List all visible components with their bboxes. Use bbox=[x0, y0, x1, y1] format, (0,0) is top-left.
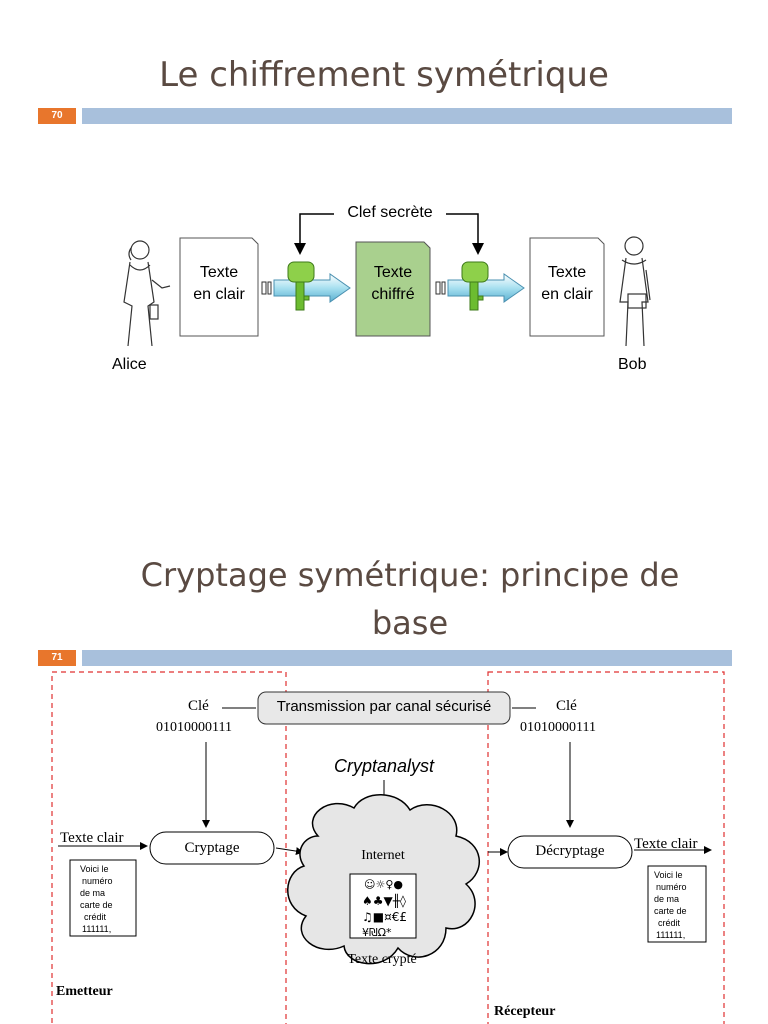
key-icon-left bbox=[287, 261, 315, 311]
plaintext-left-label: Texte clair bbox=[60, 830, 124, 846]
slide-71-title-line2: base bbox=[371, 604, 449, 642]
sender-label: Emetteur bbox=[56, 984, 113, 999]
plaintext-doc-left bbox=[179, 237, 259, 337]
secret-key-label: Clef secrète bbox=[347, 204, 433, 221]
plaintext-right-label: Texte clair bbox=[634, 836, 698, 852]
bob-figure bbox=[619, 236, 651, 347]
plaintext-left-line2: en clair bbox=[193, 286, 245, 303]
plaintext-doc-right bbox=[529, 237, 605, 337]
slide-70-header-bar bbox=[82, 108, 732, 124]
key-icon-right bbox=[461, 261, 489, 311]
alice-figure bbox=[123, 240, 171, 347]
ciphertext-line1: Texte bbox=[373, 264, 413, 281]
decryption-label: Décryptage bbox=[535, 843, 605, 859]
doc-right-line: de ma bbox=[654, 894, 680, 904]
key-right-title: Clé bbox=[556, 698, 577, 714]
slide-71-title-line1: Cryptage symétrique: principe de bbox=[140, 556, 680, 594]
secure-channel-label: Transmission par canal sécurisé bbox=[276, 698, 492, 715]
bob-label: Bob bbox=[618, 356, 647, 373]
doc-right-line: numéro bbox=[656, 882, 687, 892]
doc-right-line: carte de bbox=[654, 906, 687, 916]
ciphertext-label: Texte crypté bbox=[347, 952, 417, 967]
key-left-title: Clé bbox=[188, 698, 209, 714]
plaintext-left-line1: Texte bbox=[199, 264, 239, 281]
slide-70-title: Le chiffrement symétrique bbox=[159, 55, 609, 95]
doc-left-line: 111111, bbox=[82, 924, 112, 934]
alice-label: Alice bbox=[112, 356, 147, 373]
cryptanalyst-label: Cryptanalyst bbox=[334, 756, 435, 776]
slide-70-number: 70 bbox=[38, 108, 76, 124]
symmetric-encryption-diagram bbox=[123, 213, 651, 347]
symmetric-principle-diagram bbox=[51, 671, 725, 1024]
cipher-glyph-line: ♫■¤€£ bbox=[362, 910, 407, 924]
doc-left-line: carte de bbox=[80, 900, 113, 910]
receiver-label: Récepteur bbox=[494, 1004, 556, 1019]
slide-71-number: 71 bbox=[38, 650, 76, 666]
ciphertext-line2: chiffré bbox=[371, 286, 415, 303]
decryption-process bbox=[507, 835, 633, 869]
doc-left-line: numéro bbox=[82, 876, 113, 886]
encryption-process bbox=[149, 831, 275, 865]
ciphertext-doc bbox=[355, 241, 431, 337]
encryption-label: Cryptage bbox=[184, 840, 240, 856]
cipher-glyph-line: ♠♣▼╫◊ bbox=[362, 894, 406, 908]
sender-zone bbox=[51, 671, 287, 1024]
key-right-value: 01010000111 bbox=[520, 720, 596, 735]
doc-left-line: crédit bbox=[84, 912, 107, 922]
internet-label: Internet bbox=[361, 848, 405, 863]
cipher-scroll bbox=[349, 873, 417, 939]
cipher-glyph-line: ☺☼♀● bbox=[364, 878, 403, 891]
plaintext-scroll-right bbox=[647, 865, 707, 943]
secret-key-connector bbox=[294, 213, 334, 255]
cipher-glyph-line: ¥₪Ω* bbox=[362, 926, 392, 939]
plaintext-scroll-left bbox=[69, 859, 137, 937]
doc-left-line: Voici le bbox=[80, 864, 109, 874]
doc-right-line: Voici le bbox=[654, 870, 683, 880]
plaintext-right-line2: en clair bbox=[541, 286, 593, 303]
doc-left-line: de ma bbox=[80, 888, 106, 898]
key-left-value: 01010000111 bbox=[156, 720, 232, 735]
doc-right-line: crédit bbox=[658, 918, 681, 928]
slide-71-header-bar bbox=[82, 650, 732, 666]
plaintext-right-line1: Texte bbox=[547, 264, 587, 281]
doc-right-line: 111111, bbox=[656, 930, 686, 940]
secure-channel-box bbox=[257, 691, 511, 725]
